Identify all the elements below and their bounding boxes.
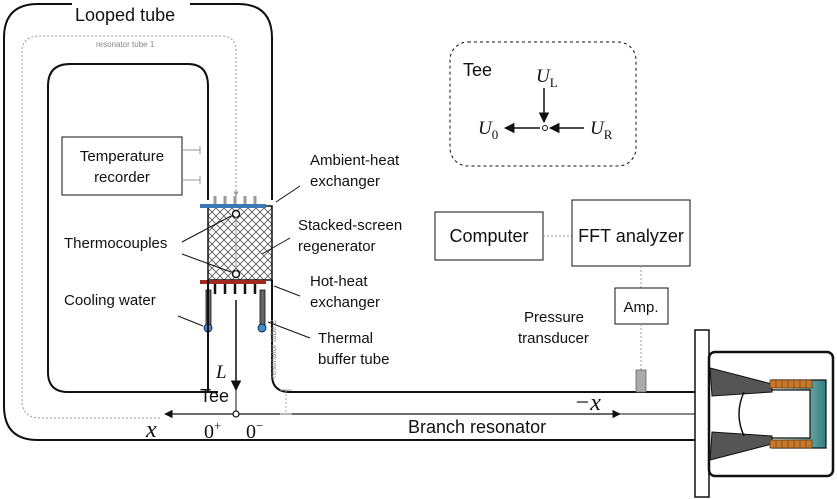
cooling-water-label: Cooling water <box>64 292 156 309</box>
hot-hx-label-1: Hot-heat <box>310 273 368 290</box>
cooling-water-outlet-icon <box>257 323 267 333</box>
L-symbol: L <box>215 362 227 383</box>
resonator-tube-1-indicator <box>21 35 239 419</box>
thermocouple-upper <box>231 209 241 219</box>
speaker-coil-upper <box>769 379 813 389</box>
stacked-screen-regenerator <box>207 205 273 281</box>
thermal-buffer-label-1: Thermal <box>318 330 373 347</box>
hot-hx-label-2: exchanger <box>310 294 380 311</box>
computer-label: Computer <box>449 226 528 246</box>
tee-label: Tee <box>200 386 229 406</box>
thermal-buffer-label-2: buffer tube <box>318 351 389 368</box>
zero-minus-label: 0− <box>246 418 263 443</box>
amp-box <box>614 287 669 325</box>
UL-symbol: UL <box>536 66 558 90</box>
x-right-symbol: −x <box>574 390 601 416</box>
speaker-diaphragm <box>738 391 745 437</box>
ambient-hx-label-2: exchanger <box>310 173 380 190</box>
speaker-cone-upper <box>709 367 773 397</box>
U0-symbol: U0 <box>478 118 498 142</box>
x-left-symbol: x <box>145 417 157 443</box>
amp-label: Amp. <box>623 299 658 316</box>
speaker-flange <box>694 329 710 498</box>
ambient-hx-fins <box>213 196 257 204</box>
computer-box <box>434 211 544 261</box>
zero-plus-label: 0+ <box>204 418 221 443</box>
speaker-coil-lower <box>769 439 813 449</box>
UR-symbol: UR <box>590 118 613 142</box>
thermocouples-label: Thermocouples <box>64 235 167 252</box>
fft-analyzer-label: FFT analyzer <box>578 226 684 246</box>
resonator-tube-2-label: resonator tube 2 <box>269 319 278 378</box>
looped-tube-label: Looped tube <box>75 5 175 25</box>
ambient-hx-label-1: Ambient-heat <box>310 152 400 169</box>
fft-analyzer-box <box>571 199 691 267</box>
pressure-transducer-label-2: transducer <box>518 330 589 347</box>
regenerator-label-1: Stacked-screen <box>298 217 402 234</box>
temperature-recorder-label-1: Temperature <box>80 148 164 165</box>
resonator-tube-1-label: resonator tube 1 <box>96 40 155 49</box>
tee-inset-title: Tee <box>463 60 492 80</box>
thermocouple-lower <box>231 269 241 279</box>
pressure-transducer-sensor <box>635 369 647 393</box>
branch-resonator-label: Branch resonator <box>408 417 546 437</box>
speaker-magnet <box>771 379 827 449</box>
cooling-water-pipe-right <box>259 289 266 327</box>
regenerator-label-2: regenerator <box>298 238 376 255</box>
hot-hx-fins <box>213 284 257 294</box>
tee-inset-box <box>449 41 637 167</box>
temperature-recorder-box <box>61 136 183 196</box>
speaker-cone-lower <box>709 431 773 461</box>
temperature-recorder-label-2: recorder <box>94 169 150 186</box>
tee-junction-point <box>232 410 240 418</box>
looped-tube-outer-wall <box>3 3 295 441</box>
pressure-transducer-label-1: Pressure <box>524 309 584 326</box>
looped-tube-inner-wall <box>47 63 218 393</box>
tee-inset-node <box>542 125 548 131</box>
recorder-wires <box>182 146 201 184</box>
